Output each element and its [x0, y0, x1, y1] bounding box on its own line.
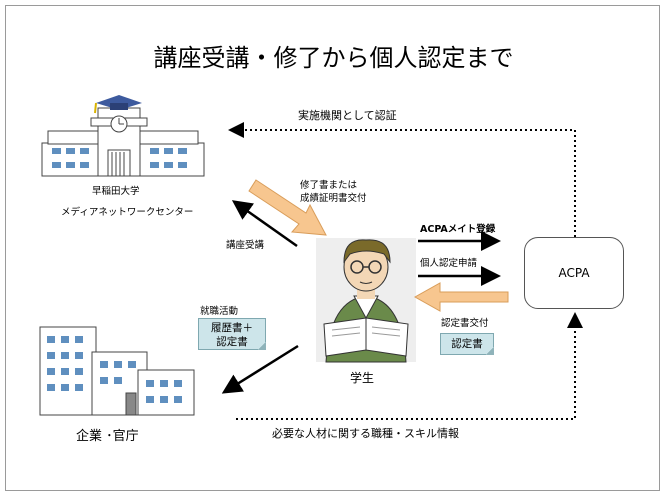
resume-doc-line-2: 認定書: [216, 336, 248, 348]
company-label: 企業 ･官庁: [76, 429, 139, 444]
student-illustration-icon: [316, 238, 416, 363]
completion-cert-arrow: [248, 179, 327, 236]
certify-institution-dotted-arrow: [228, 122, 576, 237]
acpa-label: ACPA: [558, 266, 590, 280]
job-hunting-arrow: [221, 344, 299, 394]
completion-cert-label: 修了書または: [300, 180, 358, 191]
certify-institution-label: 実施機関として認証: [298, 109, 397, 122]
acpa-box: ACPA: [524, 237, 624, 309]
grade-cert-label: 成績証明書交付: [300, 193, 367, 204]
graduation-cap-icon: [94, 95, 142, 114]
resume-doc-line-1: 履歴書＋: [211, 322, 253, 334]
page-title: 講座受講・修了から個人認定まで: [153, 44, 514, 72]
cert-document: 認定書: [440, 333, 494, 355]
university-building-icon: [41, 107, 205, 177]
cert-issue-label: 認定書交付: [441, 318, 489, 329]
skill-info-label: 必要な人材に関する職種・スキル情報: [272, 427, 459, 440]
cert-doc-label: 認定書: [451, 338, 483, 350]
job-hunting-label: 就職活動: [200, 306, 239, 317]
personal-cert-apply-label: 個人認定申請: [420, 258, 478, 269]
course-attend-arrow: [231, 200, 298, 248]
cert-issue-arrow: [413, 282, 509, 312]
university-center-label: メディアネットワークセンター: [61, 207, 194, 218]
student-label: 学生: [350, 371, 375, 385]
university-name-label: 早稲田大学: [92, 186, 140, 197]
acpa-member-label: ACPAメイト登録: [420, 224, 496, 235]
resume-document: 履歴書＋ 認定書: [198, 318, 266, 350]
course-attend-label: 講座受講: [226, 240, 265, 251]
slide-frame: [5, 5, 660, 491]
company-building-icon: [39, 326, 195, 416]
